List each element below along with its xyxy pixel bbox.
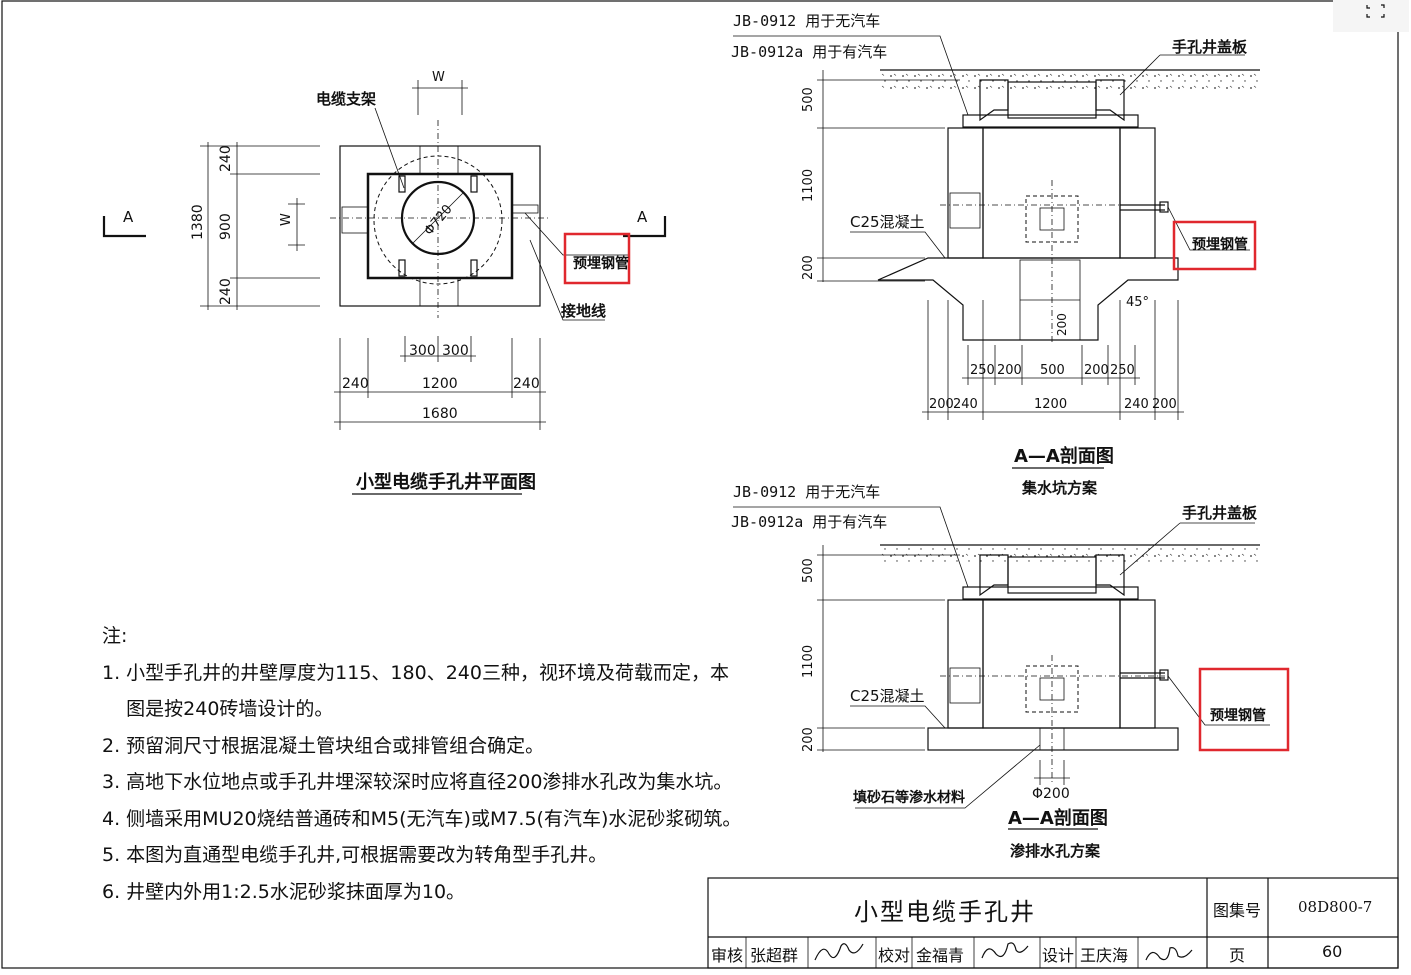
check-label: 校对	[878, 946, 911, 965]
note-line-2: 2. 预留洞尺寸根据混凝土管块组合或排管组合确定。	[102, 734, 545, 757]
page-number: 60	[1322, 942, 1343, 961]
top-dim-200a: 200	[997, 363, 1022, 378]
notes-block: 注: 1. 小型手孔井的井壁厚度为115、180、240三种，视环境及荷载而定，…	[102, 618, 741, 910]
top-section-title: A—A剖面图	[1014, 445, 1114, 467]
notes-heading: 注:	[102, 625, 128, 647]
expand-icon[interactable]	[1333, 0, 1409, 32]
signature-reviewer	[814, 943, 864, 961]
plan-dim-total-v: 1380	[190, 204, 206, 240]
section-mark-left: A	[123, 208, 134, 226]
plan-dim-240r: 240	[513, 376, 540, 392]
top-cover-car: JB-0912a 用于有汽车	[731, 43, 887, 61]
top-cover-no-car: JB-0912 用于无汽车	[733, 12, 880, 30]
bottom-cover-car: JB-0912a 用于有汽车	[731, 513, 887, 531]
bottom-cover-no-car: JB-0912 用于无汽车	[733, 483, 880, 501]
top-cover-label: 手孔井盖板	[1172, 38, 1248, 56]
plan-dim-300a: 300	[409, 343, 436, 359]
plan-dim-1200: 1200	[422, 376, 458, 392]
highlight-embedded-pipe-bottom	[1198, 667, 1290, 752]
top-angle-label: 45°	[1126, 295, 1149, 310]
plan-label-w: W	[432, 70, 445, 85]
note-line-6: 6. 井壁内外用1:2.5水泥砂浆抹面厚为10。	[102, 880, 466, 903]
title-block	[707, 877, 1399, 969]
note-line-4: 4. 侧墙采用MU20烧结普通砖和M5(无汽车)或M7.5(有汽车)水泥砂浆砌筑…	[102, 807, 742, 830]
top-dim-200b: 200	[1084, 363, 1109, 378]
top-dim-250b: 250	[1110, 363, 1135, 378]
top-pit-depth: 200	[1055, 313, 1069, 336]
top-dim-240a: 240	[953, 397, 978, 412]
top-dim-1200: 1200	[1034, 397, 1067, 412]
top-dim-200c: 200	[929, 397, 954, 412]
signature-checker	[981, 942, 1029, 959]
note-line-1-cont: 图是按240砖墙设计的。	[102, 698, 334, 720]
top-concrete-label: C25混凝土	[850, 213, 925, 231]
bottom-concrete-label: C25混凝土	[850, 687, 925, 705]
top-dim-200d: 200	[1152, 397, 1177, 412]
top-dim-240b: 240	[1124, 397, 1149, 412]
top-dim-200: 200	[801, 255, 816, 280]
bottom-diameter-label: Φ200	[1032, 786, 1070, 802]
cable-bracket	[398, 175, 406, 193]
top-dim-500: 500	[801, 87, 816, 112]
atlas-number: 08D800-7	[1298, 898, 1373, 916]
section-bottom	[733, 506, 1270, 830]
note-line-5: 5. 本图为直通型电缆手孔井,可根据需要改为转角型手孔井。	[102, 844, 608, 866]
checker-name: 金福青	[916, 946, 965, 965]
plan-title: 小型电缆手孔井平面图	[356, 471, 536, 493]
plan-embedded-pipe-label: 预埋钢管	[573, 255, 629, 272]
top-dim-500w: 500	[1040, 363, 1065, 378]
bottom-dim-1100: 1100	[801, 645, 816, 678]
plan-dim-240l: 240	[342, 376, 369, 392]
top-embedded-pipe-label: 预埋钢管	[1192, 236, 1248, 253]
top-dim-1100: 1100	[801, 169, 816, 202]
review-label: 审核	[711, 946, 744, 965]
plan-dim-300b: 300	[442, 343, 469, 359]
bottom-section-subtitle: 渗排水孔方案	[1010, 842, 1101, 860]
atlas-label: 图集号	[1213, 901, 1262, 920]
fill-material-label: 填砂石等渗水材料	[853, 789, 965, 806]
note-line-1: 1. 小型手孔井的井壁厚度为115、180、240三种，视环境及荷载而定，本	[102, 661, 729, 684]
plan-dim-top-v: 240	[218, 145, 234, 172]
bottom-dim-500: 500	[801, 558, 816, 583]
highlight-embedded-pipe-plan	[563, 232, 631, 285]
plan-dim-1680: 1680	[422, 406, 458, 422]
top-dim-250a: 250	[970, 363, 995, 378]
note-line-3: 3. 高地下水位地点或手孔井埋深较深时应将直径200渗排水孔改为集水坑。	[102, 771, 733, 793]
bottom-embedded-pipe-label: 预埋钢管	[1210, 707, 1266, 724]
grounding-label: 接地线	[561, 302, 606, 320]
plan-dim-bottom-v: 240	[218, 278, 234, 305]
plan-dim-middle-v: 900	[218, 213, 234, 240]
designer-name: 王庆海	[1080, 946, 1129, 965]
signature-designer	[1145, 947, 1193, 961]
title-block-title: 小型电缆手孔井	[854, 898, 1036, 926]
design-label: 设计	[1042, 946, 1075, 965]
plan-label-w-side: W	[279, 213, 294, 226]
bottom-dim-200: 200	[801, 727, 816, 752]
cable-bracket-label: 电缆支架	[316, 90, 376, 108]
top-section-subtitle: 集水坑方案	[1021, 479, 1098, 497]
highlight-embedded-pipe-top	[1172, 220, 1257, 271]
bottom-section-title: A—A剖面图	[1008, 807, 1108, 829]
plan-view	[102, 80, 667, 495]
bottom-cover-label: 手孔井盖板	[1182, 504, 1258, 522]
reviewer-name: 张超群	[750, 946, 799, 965]
section-top	[733, 35, 1260, 469]
page-label: 页	[1229, 946, 1246, 965]
section-mark-right: A	[637, 208, 648, 226]
